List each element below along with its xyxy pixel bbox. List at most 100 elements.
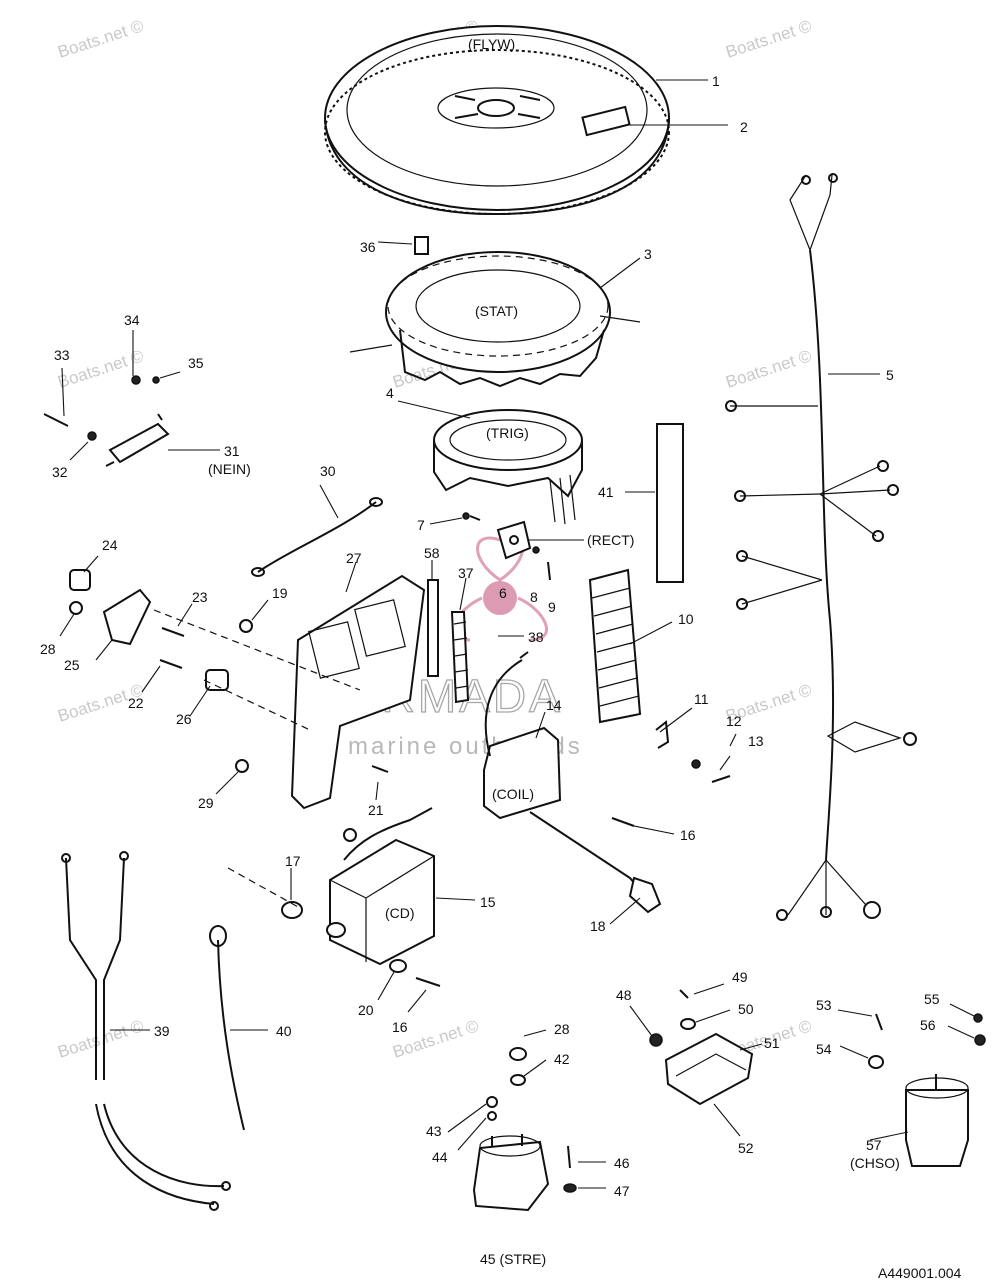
callout-56: 56	[920, 1017, 936, 1033]
callout-20: 20	[358, 1002, 374, 1018]
watermark-site: Boats.net ©	[55, 16, 146, 62]
trigger-part: (TRIG)	[433, 409, 583, 525]
callout-39: 39	[154, 1023, 170, 1039]
callout-1: 1	[712, 73, 720, 89]
callout-37: 37	[458, 565, 474, 581]
callout-11: 11	[694, 691, 709, 707]
logo-dot	[483, 581, 517, 615]
callout-7: 7	[417, 517, 425, 533]
bushing-24	[69, 569, 91, 591]
chso-code: (CHSO)	[850, 1155, 900, 1171]
decal-part-41	[656, 423, 684, 583]
callout-9: 9	[548, 599, 556, 615]
callout-34: 34	[124, 312, 140, 328]
callout-48: 48	[616, 987, 632, 1003]
callout-33: 33	[54, 347, 70, 363]
callout-21: 21	[368, 802, 384, 818]
callout-13: 13	[748, 733, 764, 749]
watermark-site: Boats.net ©	[55, 1016, 146, 1062]
callout-47: 47	[614, 1183, 630, 1199]
flyw-code: (FLYW)	[468, 36, 515, 52]
stat-code: (STAT)	[475, 303, 518, 319]
callout-2: 2	[740, 119, 748, 135]
callout-3: 3	[644, 246, 652, 262]
cd-module-part: (CD)	[281, 807, 435, 973]
callout-49: 49	[732, 969, 748, 985]
callout-12: 12	[726, 713, 742, 729]
callout-41: 41	[598, 484, 614, 500]
callout-44: 44	[432, 1149, 448, 1165]
terminal-block-part	[588, 568, 642, 724]
cd-code: (CD)	[385, 905, 415, 921]
callout-46: 46	[614, 1155, 630, 1171]
left-small-parts	[43, 375, 731, 987]
callout-51: 51	[764, 1035, 780, 1051]
callout-54: 54	[816, 1041, 832, 1057]
flywheel-decal	[581, 105, 631, 137]
terminal-strip-part	[427, 579, 470, 704]
callout-27: 27	[346, 550, 362, 566]
callout-6: 6	[499, 585, 507, 601]
callout-29: 29	[198, 795, 214, 811]
callout-4: 4	[386, 385, 394, 401]
callout-36: 36	[360, 239, 376, 255]
flywheel-part: (FLYW)	[324, 25, 670, 216]
callout-42: 42	[554, 1051, 570, 1067]
callout-32: 32	[52, 464, 68, 480]
nein-code: (NEIN)	[208, 461, 251, 477]
bracket-25	[102, 588, 152, 646]
callout-16-cd: 16	[392, 1019, 408, 1035]
callout-52: 52	[738, 1140, 754, 1156]
ignition-coil-part: (COIL)	[483, 651, 662, 914]
stator-screw-36	[414, 236, 429, 255]
callout-17: 17	[285, 853, 301, 869]
lead-wire-30	[257, 501, 377, 573]
callout-38: 38	[528, 629, 544, 645]
callout-43: 43	[426, 1123, 442, 1139]
callout-30: 30	[320, 463, 336, 479]
watermark-site: Boats.net ©	[723, 16, 814, 62]
nein-component	[108, 422, 170, 464]
wire-harness-part	[725, 173, 917, 921]
callout-labels: 1 2 3 4 5 6 7 8 9 10 11 12 13 14 15 16 1…	[40, 73, 962, 1281]
mounting-plate-part	[290, 574, 426, 810]
callout-8: 8	[530, 589, 538, 605]
callout-57: 57	[866, 1137, 882, 1153]
stator-part: (STAT)	[349, 236, 641, 388]
callout-53: 53	[816, 997, 832, 1013]
callout-40: 40	[276, 1023, 292, 1039]
callout-14: 14	[546, 697, 562, 713]
callout-24: 24	[102, 537, 118, 553]
callout-19: 19	[272, 585, 288, 601]
callout-55: 55	[924, 991, 940, 1007]
callout-26: 26	[176, 711, 192, 727]
callout-22: 22	[128, 695, 144, 711]
callout-45: 45 (STRE)	[480, 1251, 546, 1267]
callout-10: 10	[678, 611, 694, 627]
figure-code: A449001.004	[878, 1265, 962, 1281]
callout-18: 18	[590, 918, 606, 934]
starter-solenoid-part	[472, 1047, 577, 1212]
callout-50: 50	[738, 1001, 754, 1017]
callout-5: 5	[886, 367, 894, 383]
callout-58: 58	[424, 545, 440, 561]
callout-23: 23	[192, 589, 208, 605]
callout-31: 31	[224, 443, 240, 459]
callout-16-coil: 16	[680, 827, 696, 843]
watermark-site: Boats.net ©	[723, 346, 814, 392]
coil-code: (COIL)	[492, 786, 534, 802]
choke-solenoid-part	[868, 1013, 986, 1167]
callout-15: 15	[480, 894, 496, 910]
battery-cables	[61, 851, 245, 1211]
rectifier-part: (RECT)	[462, 512, 634, 581]
callout-28-right: 28	[554, 1021, 570, 1037]
callout-25: 25	[64, 657, 80, 673]
regulator-part	[649, 989, 754, 1106]
trig-code: (TRIG)	[486, 425, 529, 441]
callout-35: 35	[188, 355, 204, 371]
leader-lines	[59, 79, 975, 1189]
rect-code: (RECT)	[587, 532, 634, 548]
callout-28-left: 28	[40, 641, 56, 657]
